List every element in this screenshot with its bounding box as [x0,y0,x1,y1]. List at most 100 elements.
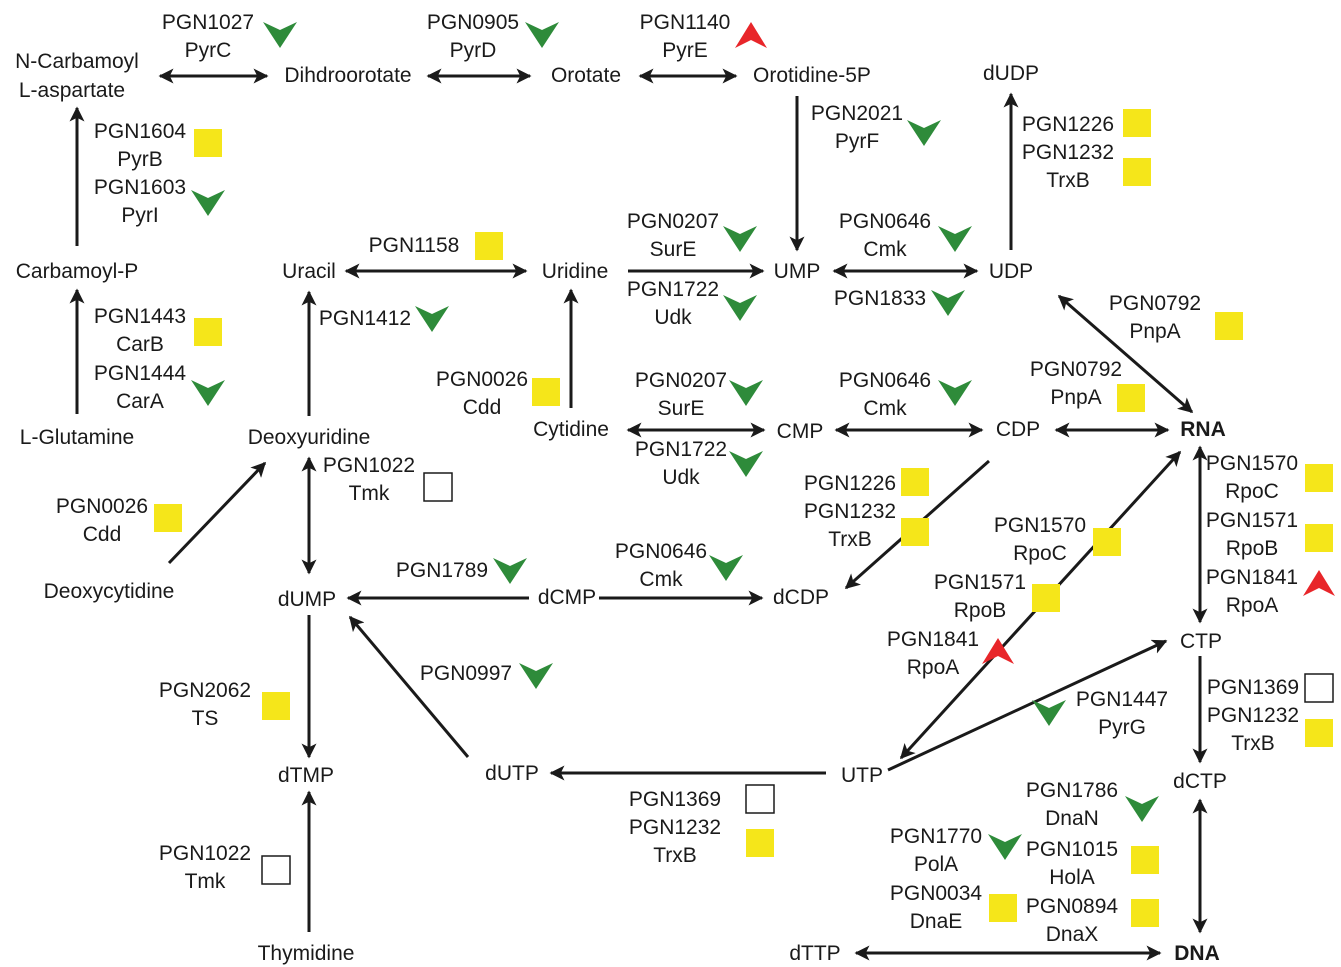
gene-name-label: RpoA [907,656,960,679]
node-n-carbamoyl: N-Carbamoyl [15,50,139,73]
node-cdp: CDP [996,418,1040,441]
unchanged-marker-square [1032,584,1060,612]
down-regulated-arrow-icon [1032,700,1066,726]
gene-id-label: PGN1232 [629,816,721,839]
gene-name-label: Udk [654,306,692,329]
gene-name-label: RpoA [1226,594,1279,617]
gene-name-label: PolA [914,853,958,876]
node-orotate: Orotate [551,64,621,87]
down-regulated-arrow-icon [938,380,972,406]
gene-id-label: PGN0026 [56,495,148,518]
down-regulated-arrow-icon [988,834,1022,860]
unchanged-marker-square [1215,312,1243,340]
down-regulated-arrow-icon [938,226,972,252]
gene-annotation: PGN1789 [396,558,527,584]
gene-id-label: PGN2021 [811,102,903,125]
down-regulated-arrow-icon [191,190,225,216]
node-utp: UTP [841,764,883,787]
down-regulated-arrow-icon [723,226,757,252]
edge-utp-ctp [887,639,1168,772]
gene-id-label: PGN1722 [635,438,727,461]
unchanged-marker-square [901,518,929,546]
gene-name-label: Tmk [185,870,226,893]
gene-annotation: PGN1412 [319,306,449,332]
down-regulated-arrow-icon [519,663,553,689]
gene-id-label: PGN1570 [994,514,1086,537]
down-regulated-arrow-icon [415,306,449,332]
gene-name-label: PyrC [185,39,232,62]
node-dudp: dUDP [983,62,1039,85]
node-cytidine: Cytidine [533,418,609,441]
gene-id-label: PGN1443 [94,305,186,328]
node-l-aspartate: L-aspartate [19,79,125,102]
unchanged-marker-square [194,318,222,346]
gene-annotation: PGN1158 [369,232,503,260]
node-cmp: CMP [777,420,824,443]
node-dcdp: dCDP [773,586,829,609]
unchanged-marker-square [1305,719,1333,747]
gene-id-label: PGN0646 [839,210,931,233]
gene-id-label: PGN0026 [436,368,528,391]
node-dna: DNA [1174,942,1220,965]
gene-name-label: RpoB [1226,537,1279,560]
gene-id-label: PGN0207 [635,369,727,392]
gene-id-label: PGN1140 [640,11,731,34]
node-thymidine: Thymidine [258,942,355,965]
gene-name-label: TrxB [1231,732,1275,755]
gene-id-label: PGN0905 [427,11,519,34]
gene-name-label: Cdd [83,523,122,546]
down-regulated-arrow-icon [729,380,763,406]
node-dump: dUMP [278,588,336,611]
up-regulated-arrow-icon [1303,570,1335,596]
gene-name-label: PyrI [121,204,158,227]
unchanged-marker-square [532,378,560,406]
gene-id-label: PGN1158 [369,234,460,257]
down-regulated-arrow-icon [931,290,965,316]
gene-name-label: CarB [116,333,164,356]
gene-name-label: DnaX [1046,923,1099,946]
gene-id-label: PGN1789 [396,559,488,582]
gene-annotation: PGN1369 [629,784,775,814]
gene-id-label: PGN1603 [94,176,186,199]
gene-name-label: Udk [662,466,700,489]
gene-name-label: TrxB [1046,169,1090,192]
unchanged-marker-square [154,504,182,532]
gene-name-label: PyrG [1098,716,1146,739]
down-regulated-arrow-icon [709,555,743,581]
gene-id-label: PGN1786 [1026,779,1118,802]
down-regulated-arrow-icon [525,22,559,48]
edge-udp-rna [1057,294,1194,414]
node-l-glutamine: L-Glutamine [20,426,134,449]
unchanged-marker-square [1123,109,1151,137]
node-deoxycytidine: Deoxycytidine [44,580,175,603]
gene-name-label: HolA [1049,866,1095,889]
down-regulated-arrow-icon [1125,796,1159,822]
gene-id-label: PGN2062 [159,679,251,702]
unchanged-marker-square [901,468,929,496]
unchanged-marker-square [1305,464,1333,492]
gene-name-label: Cmk [863,238,907,261]
gene-name-label: PnpA [1129,320,1180,343]
gene-id-label: PGN0646 [839,369,931,392]
node-ctp: CTP [1180,630,1222,653]
gene-id-label: PGN1841 [887,628,979,651]
